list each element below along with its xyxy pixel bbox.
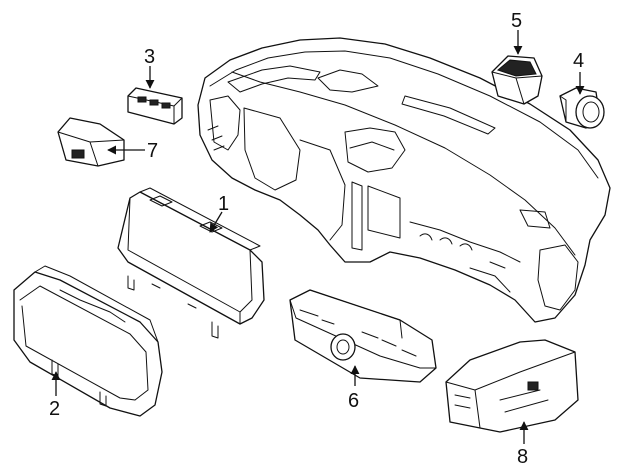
callout-2: 2 <box>49 398 60 420</box>
cluster-display-part <box>117 187 265 339</box>
start-button-part <box>559 87 605 129</box>
callouts: 1 2 3 4 5 6 7 8 <box>49 10 585 468</box>
callout-6: 6 <box>348 390 359 412</box>
control-module-part <box>491 55 543 105</box>
callout-5: 5 <box>511 10 522 32</box>
callout-8: 8 <box>517 446 528 468</box>
callout-4: 4 <box>573 50 584 72</box>
callout-7: 7 <box>147 140 158 162</box>
leader-1 <box>209 211 223 233</box>
callout-1: 1 <box>218 193 229 215</box>
switch-module-part <box>127 87 183 125</box>
control-unit-part <box>445 339 579 433</box>
connector-part <box>57 117 125 167</box>
callout-3: 3 <box>144 46 155 68</box>
instrument-panel-part <box>197 37 611 323</box>
instrument-cluster-part <box>13 265 163 417</box>
climate-control-part <box>289 289 437 383</box>
